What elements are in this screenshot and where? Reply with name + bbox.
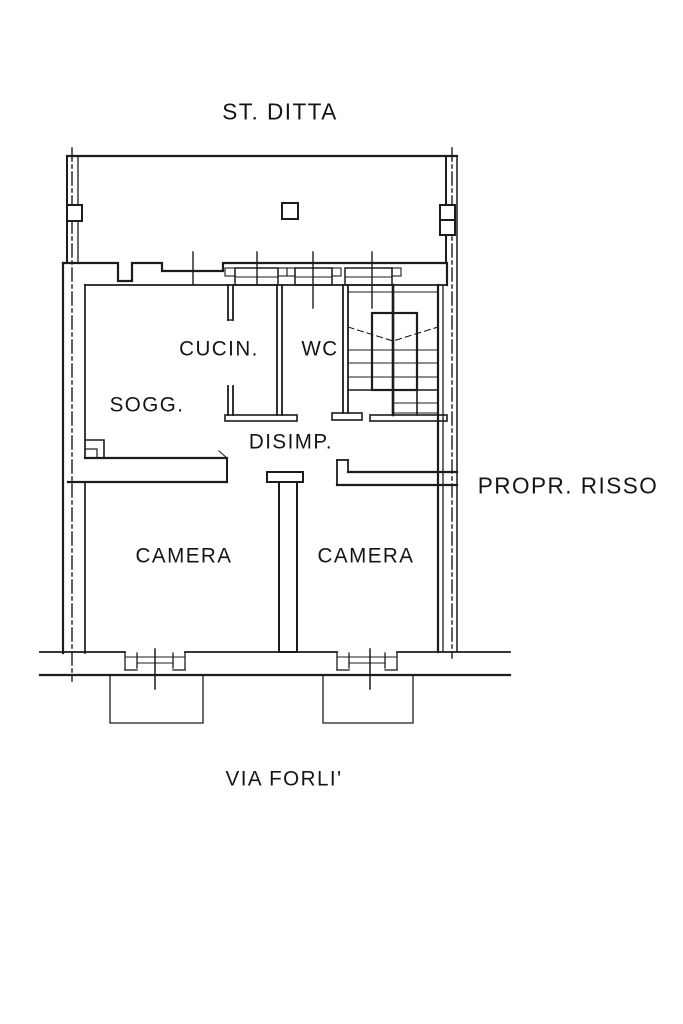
label-via-forli: VIA FORLI' bbox=[225, 767, 343, 791]
south-wall bbox=[38, 648, 512, 690]
pillar-right bbox=[439, 204, 456, 221]
pillar-left bbox=[66, 204, 83, 222]
stair-break-line bbox=[347, 326, 439, 342]
label-st-ditta: ST. DITTA bbox=[222, 98, 338, 125]
north-wall bbox=[61, 251, 449, 309]
label-propr-risso: PROPR. RISSO bbox=[477, 472, 659, 499]
terrace bbox=[65, 154, 459, 653]
west-wall bbox=[61, 261, 86, 655]
wc-walls bbox=[331, 284, 363, 421]
bedroom-divider-wall bbox=[266, 471, 304, 653]
living-room-wall bbox=[66, 439, 229, 484]
balcony-left bbox=[109, 675, 204, 724]
balcony-right bbox=[322, 675, 414, 724]
room-label-soggiorno: SOGG. bbox=[109, 393, 185, 417]
room-label-camera-left: CAMERA bbox=[135, 544, 233, 568]
room-label-camera-right: CAMERA bbox=[317, 544, 415, 568]
room-label-disimpegno: DISIMP. bbox=[248, 430, 334, 454]
room-label-cucina: CUCIN. bbox=[179, 337, 259, 361]
pillar-center bbox=[281, 202, 299, 220]
staircase bbox=[347, 283, 448, 422]
hallway-wall bbox=[335, 459, 459, 487]
east-wall bbox=[436, 283, 444, 654]
room-label-wc: WC bbox=[301, 337, 339, 361]
kitchen-walls bbox=[224, 284, 298, 422]
